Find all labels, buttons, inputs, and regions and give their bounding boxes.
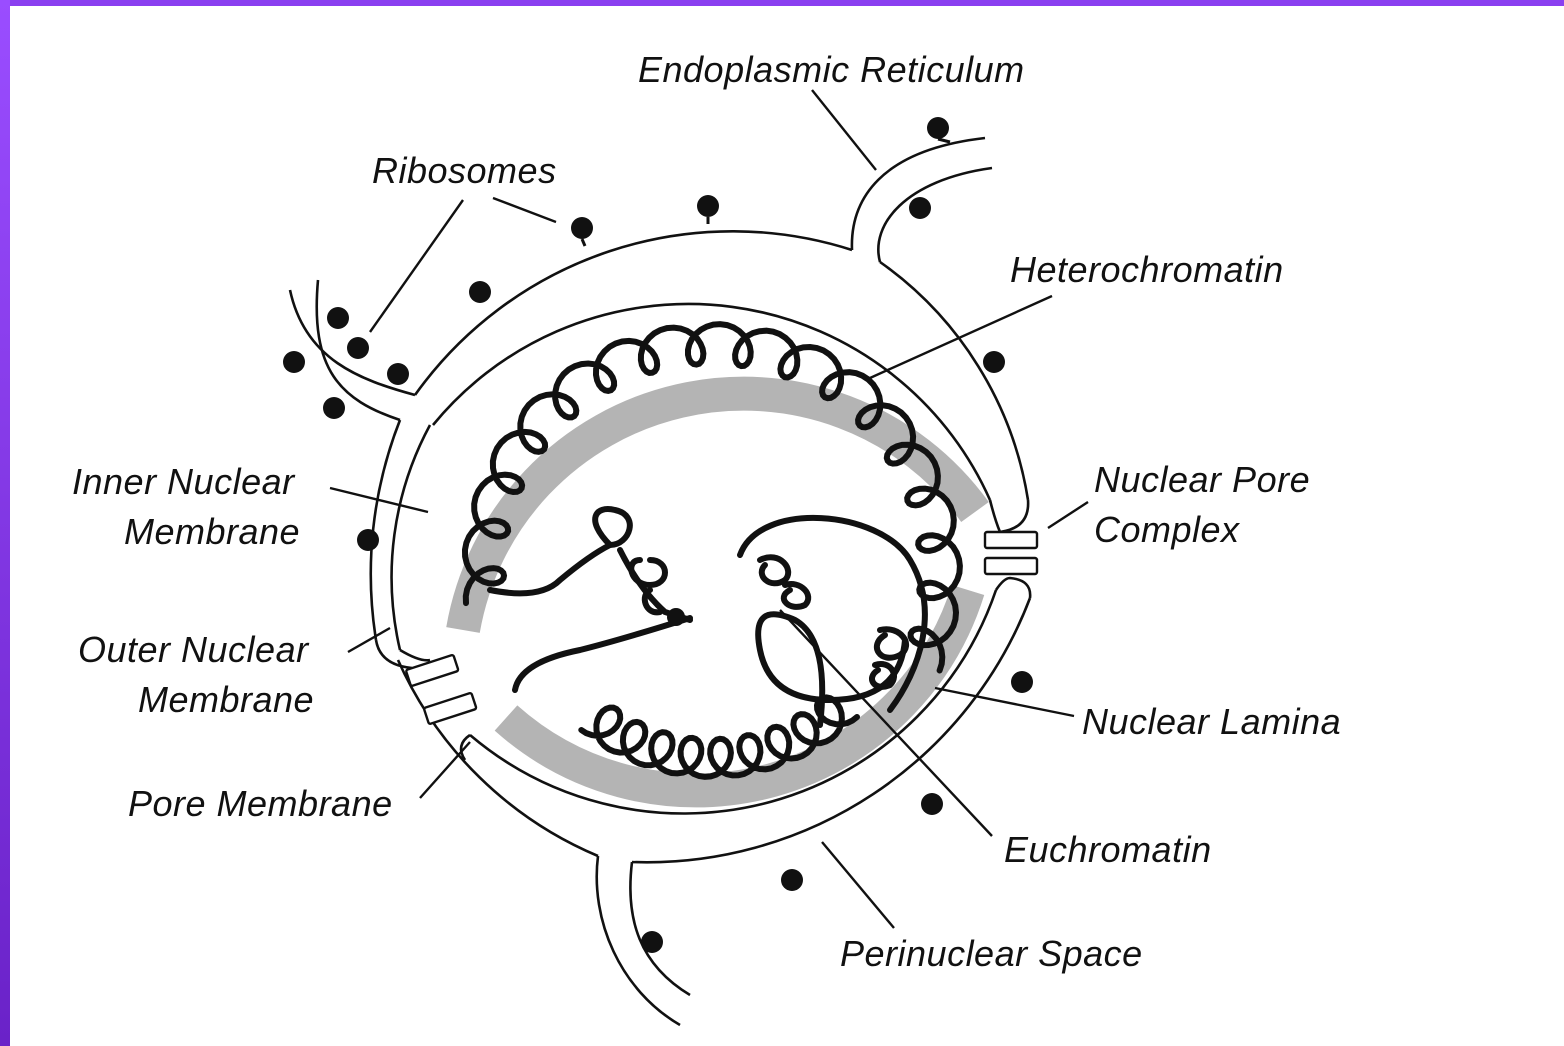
- label-inner-nuclear-membrane-line2: Membrane: [124, 511, 300, 552]
- label-endoplasmic-reticulum: Endoplasmic Reticulum: [638, 49, 1025, 90]
- label-nuclear-pore-complex-line2: Complex: [1094, 509, 1241, 550]
- label-euchromatin: Euchromatin: [1004, 829, 1212, 870]
- label-outer-nuclear-membrane-line2: Membrane: [138, 679, 314, 720]
- label-ribosomes: Ribosomes: [372, 150, 557, 191]
- label-pore-membrane: Pore Membrane: [128, 783, 393, 824]
- label-inner-nuclear-membrane-line1: Inner Nuclear: [72, 461, 296, 502]
- label-perinuclear-space: Perinuclear Space: [840, 933, 1143, 974]
- label-nuclear-pore-complex-line1: Nuclear Pore: [1094, 459, 1310, 500]
- label-nuclear-lamina: Nuclear Lamina: [1082, 701, 1341, 742]
- label-outer-nuclear-membrane-line1: Outer Nuclear: [78, 629, 310, 670]
- label-heterochromatin: Heterochromatin: [1010, 249, 1284, 290]
